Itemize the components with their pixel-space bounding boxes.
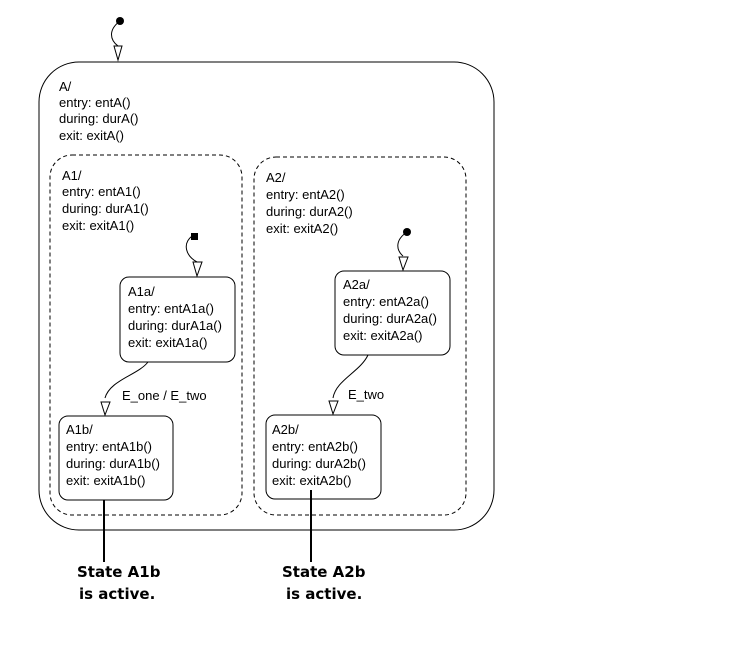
default-transition-a-path [111,20,121,47]
default-transition-a2a-arrowhead [398,256,409,272]
transition-a1a-to-a1b-label: E_one / E_two [122,388,207,403]
default-transition-a1a-arrowhead [192,261,203,278]
state-a2a-box [334,270,451,356]
state-a2b-entry: entry: entA2b() [272,439,358,454]
state-a: A/ entry: entA() during: durA() exit: ex… [38,61,495,531]
callout-a2b-line2: is active. [286,585,362,603]
state-a1-exit: exit: exitA1() [62,218,134,233]
state-a-exit: exit: exitA() [59,128,124,143]
state-a1a-entry: entry: entA1a() [128,301,214,316]
transition-a1a-to-a1b-path [104,361,149,399]
state-a1b-entry: entry: entA1b() [66,439,152,454]
state-a1-entry: entry: entA1() [62,184,141,199]
state-a1a: A1a/ entry: entA1a() during: durA1a() ex… [119,276,236,363]
state-a1a-box [119,276,236,363]
state-a1a-during: during: durA1a() [128,318,222,333]
state-a1-name: A1/ [62,168,82,183]
state-a2: A2/ entry: entA2() during: durA2() exit:… [253,156,467,516]
state-a1-box [49,154,243,516]
state-a2b-box [265,414,382,500]
state-a2b-during: during: durA2b() [272,456,366,471]
state-a1a-exit: exit: exitA1a() [128,335,207,350]
callout-a1b-line2: is active. [79,585,155,603]
state-a2a-exit: exit: exitA2a() [343,328,422,343]
default-transition-a [111,17,124,62]
transition-a1a-to-a1b: E_one / E_two [100,361,207,417]
state-a1a-name: A1a/ [128,284,155,299]
state-a-name: A/ [59,79,72,94]
default-transition-a2a-path [397,231,408,257]
default-transition-a2a [397,228,411,272]
state-a1b-name: A1b/ [66,422,93,437]
transition-a2a-to-a2b-path [332,354,369,399]
state-a1b-exit: exit: exitA1b() [66,473,145,488]
callout-a2b: State A2b is active. [282,490,366,603]
default-transition-a1a [185,233,203,278]
callout-a1b-line1: State A1b [77,563,161,581]
state-a2-box [253,156,467,516]
state-a-entry: entry: entA() [59,95,131,110]
transition-a2a-to-a2b-arrowhead [328,400,339,416]
callout-a2b-line1: State A2b [282,563,366,581]
state-a2-name: A2/ [266,170,286,185]
state-a2a: A2a/ entry: entA2a() during: durA2a() ex… [334,270,451,356]
state-a1: A1/ entry: entA1() during: durA1() exit:… [49,154,243,516]
state-a1-during: during: durA1() [62,201,149,216]
transition-a1a-to-a1b-arrowhead [100,401,111,417]
state-a1b: A1b/ entry: entA1b() during: durA1b() ex… [58,415,174,501]
state-a2b-exit: exit: exitA2b() [272,473,351,488]
state-a-during: during: durA() [59,111,138,126]
state-a2a-entry: entry: entA2a() [343,294,429,309]
state-a2-exit: exit: exitA2() [266,221,338,236]
state-a2b: A2b/ entry: entA2b() during: durA2b() ex… [265,414,382,500]
state-a2-during: during: durA2() [266,204,353,219]
transition-a2a-to-a2b-label: E_two [348,387,384,402]
state-a2a-name: A2a/ [343,277,370,292]
state-a2-entry: entry: entA2() [266,187,345,202]
default-transition-a1a-path [185,235,198,263]
default-transition-a-arrowhead [113,45,123,62]
state-a1b-during: during: durA1b() [66,456,160,471]
state-a2b-name: A2b/ [272,422,299,437]
transition-a2a-to-a2b: E_two [328,354,384,416]
callout-a1b: State A1b is active. [77,500,161,603]
state-a2a-during: during: durA2a() [343,311,437,326]
state-a-box [38,61,495,531]
initial-dot-a1a [191,233,198,240]
state-a1b-box [58,415,174,501]
